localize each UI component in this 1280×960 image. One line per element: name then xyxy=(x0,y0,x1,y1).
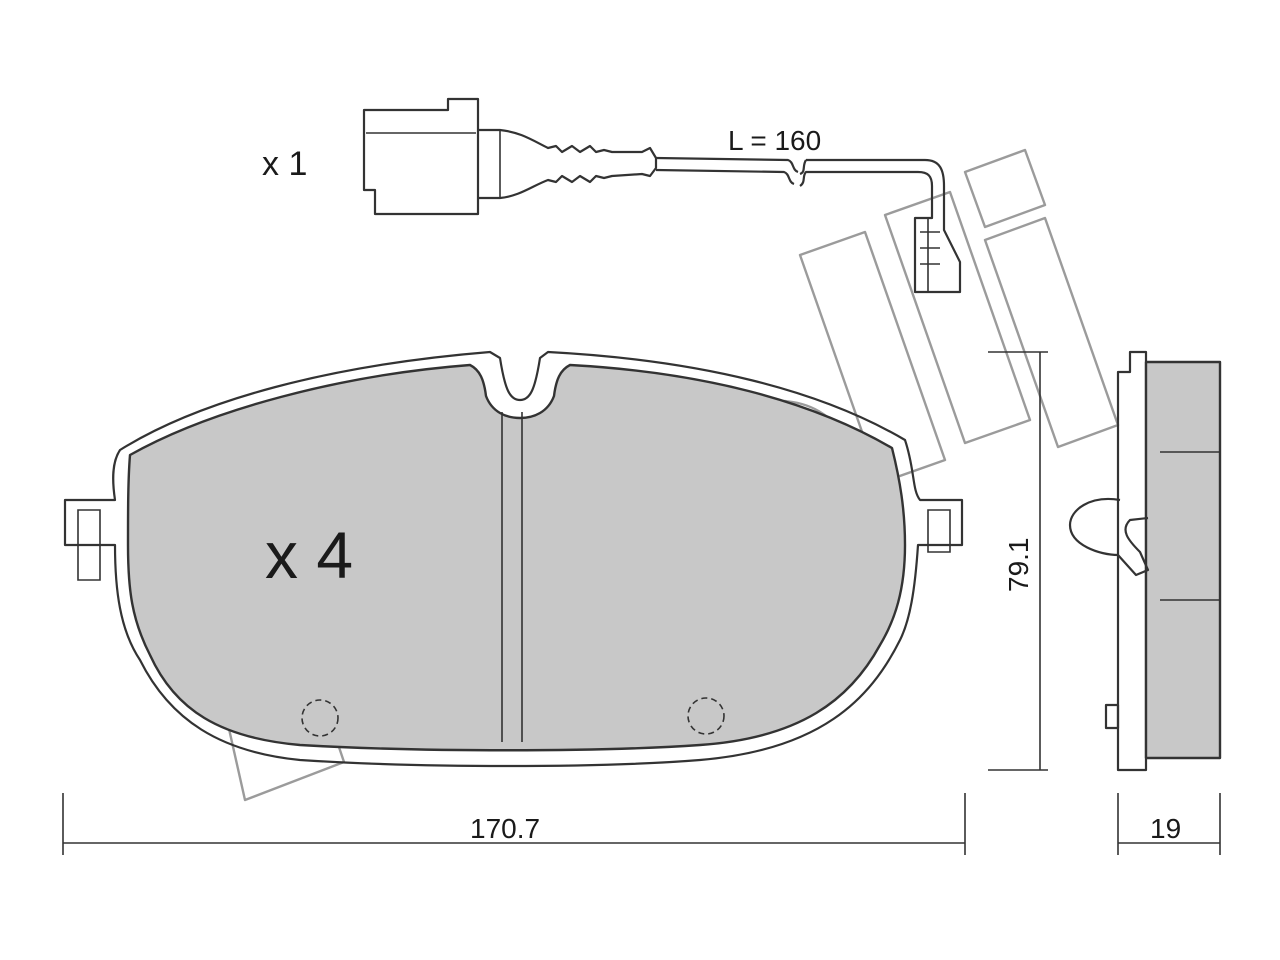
dashed-hole-left xyxy=(301,699,339,737)
left-clip xyxy=(77,509,101,581)
friction-material xyxy=(126,363,907,752)
wear-sensor xyxy=(362,97,962,294)
sensor-cable-boot xyxy=(478,128,658,200)
right-clip xyxy=(927,509,951,553)
thickness-dimension-line xyxy=(1117,793,1221,855)
dashed-hole-right xyxy=(687,697,725,735)
thickness-value-label: 19 xyxy=(1150,813,1181,844)
brake-pad-front-view xyxy=(63,350,964,768)
height-dimension-line xyxy=(988,351,1048,771)
height-value-label: 79.1 xyxy=(1003,538,1034,593)
spring-clip xyxy=(1068,497,1150,577)
sensor-connector xyxy=(362,97,480,216)
pad-quantity-label: x 4 xyxy=(265,518,353,592)
sensor-cable xyxy=(655,156,799,174)
brake-pad-side-view xyxy=(1068,350,1222,772)
side-backing-plate xyxy=(1116,350,1148,772)
width-dimension-line xyxy=(62,793,966,855)
side-friction-material xyxy=(1144,360,1222,760)
backing-plate xyxy=(63,350,964,768)
cable-length-label: L = 160 xyxy=(728,125,821,156)
dimension-lines xyxy=(62,351,1221,855)
sensor-quantity-label: x 1 xyxy=(262,145,307,183)
sensor-tip xyxy=(920,218,940,292)
width-value-label: 170.7 xyxy=(470,813,540,844)
center-groove xyxy=(501,412,523,742)
